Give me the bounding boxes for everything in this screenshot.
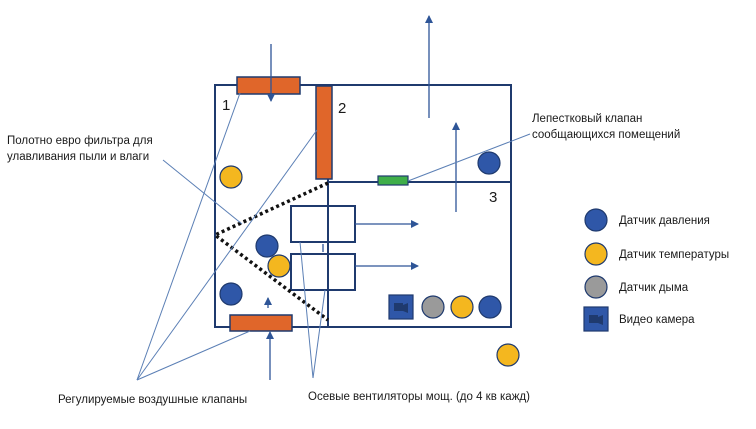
valve-annotation-line2: сообщающихся помещений	[532, 129, 680, 141]
legend-video-camera-icon	[583, 306, 609, 332]
temperature-sensor-icon	[219, 165, 243, 189]
air-damper-vertical	[315, 85, 333, 180]
damper-leader-2	[136, 129, 318, 381]
zone-1-label: 1	[222, 97, 230, 114]
zone-2-label: 2	[338, 100, 346, 117]
temperature-sensor-icon	[267, 254, 291, 278]
filter-annotation-line2: улавливания пыли и влаги	[7, 151, 149, 163]
legend-smoke-sensor-icon	[584, 275, 608, 299]
valve-leader	[407, 133, 531, 182]
legend-label-camera: Видео камера	[619, 314, 695, 326]
smoke-sensor-icon	[421, 295, 445, 319]
air-damper-top	[236, 76, 301, 95]
legend-temperature-sensor-icon	[584, 242, 608, 266]
fans-annotation: Осевые вентиляторы мощ. (до 4 кв кажд)	[308, 391, 530, 403]
video-camera-icon	[388, 294, 414, 320]
valve-annotation-line1: Лепестковый клапан	[532, 113, 642, 125]
temperature-sensor-icon	[496, 343, 520, 367]
legend-label-temperature: Датчик температуры	[619, 249, 729, 261]
fan-leader-2	[312, 289, 326, 379]
damper-leader-3	[136, 330, 251, 381]
axial-fan-top	[290, 205, 356, 243]
legend-label-pressure: Датчик давления	[619, 215, 710, 227]
pressure-sensor-icon	[255, 234, 279, 258]
pressure-sensor-icon	[219, 282, 243, 306]
damper-leader-1	[136, 92, 241, 381]
fan-leader-1	[299, 241, 314, 379]
building-outline	[214, 84, 512, 328]
filter-leader	[162, 159, 243, 225]
legend-label-smoke: Датчик дыма	[619, 282, 689, 294]
zone-3-label: 3	[489, 189, 497, 206]
air-valves-annotation: Регулируемые воздушные клапаны	[58, 394, 247, 406]
legend: Датчик давления Датчик температуры Датчи…	[583, 208, 729, 332]
temperature-sensor-icon	[450, 295, 474, 319]
legend-pressure-sensor-icon	[584, 208, 608, 232]
filter-annotation-line1: Полотно евро фильтра для	[7, 135, 153, 147]
petal-valve	[377, 175, 409, 186]
air-damper-bottom	[229, 314, 293, 332]
euro-filter-sheet	[211, 181, 330, 322]
pressure-sensor-icon	[477, 151, 501, 175]
axial-fan-bottom	[290, 253, 356, 291]
pressure-sensor-icon	[478, 295, 502, 319]
